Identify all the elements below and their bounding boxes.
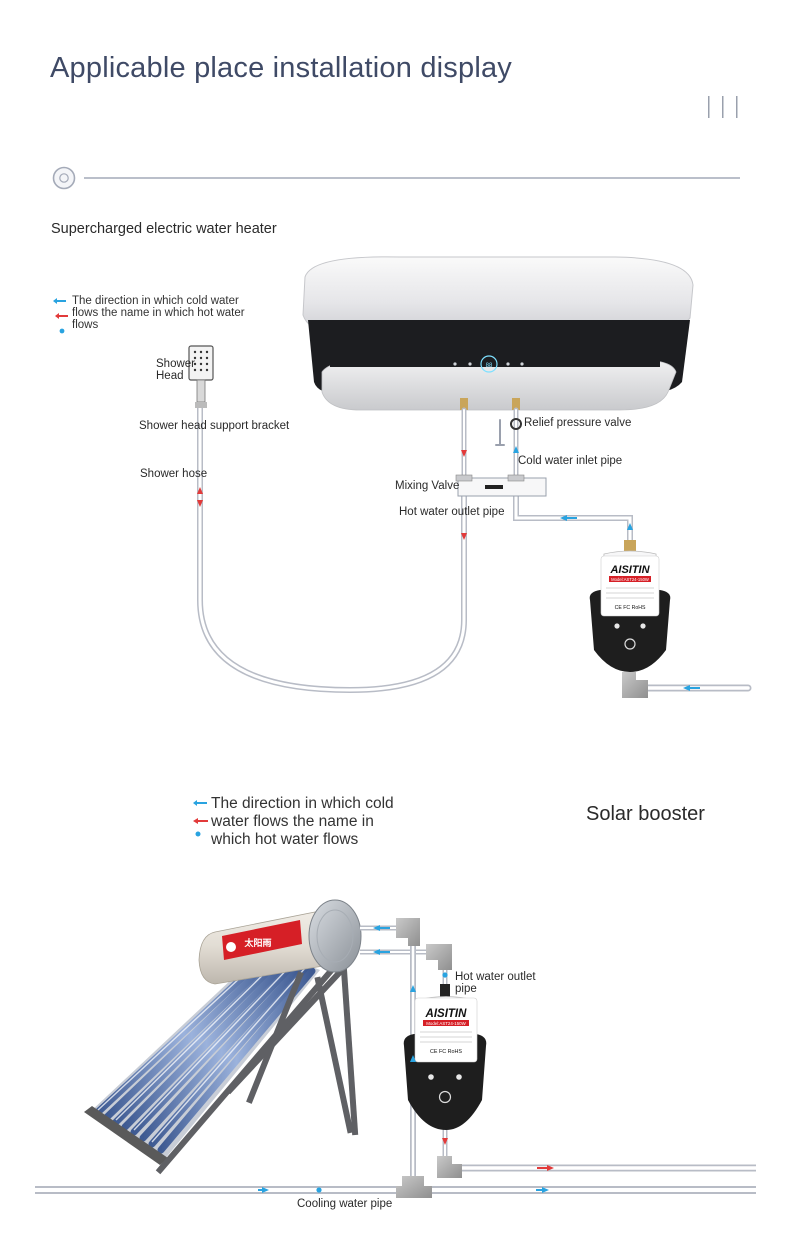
flow-dot-icon bbox=[195, 831, 201, 837]
mixing-valve bbox=[455, 474, 547, 497]
mixing-valve-label: Mixing Valve bbox=[395, 480, 460, 492]
svg-text:Model:AST24-150W: Model:AST24-150W bbox=[611, 577, 649, 582]
cold-flow-arrow-icon bbox=[190, 795, 211, 813]
shower-head-label: Shower Head bbox=[156, 358, 195, 382]
svg-text:CE FC RoHS: CE FC RoHS bbox=[430, 1049, 462, 1055]
section1-legend: The direction in which cold water flows … bbox=[53, 295, 257, 331]
svg-text:AISITIN: AISITIN bbox=[425, 1008, 468, 1020]
section2-legend: The direction in which cold water flows … bbox=[190, 795, 411, 848]
electric-water-heater: 88 bbox=[302, 256, 694, 411]
shower-head-icon bbox=[188, 345, 214, 408]
cooling-pipe-label: Cooling water pipe bbox=[297, 1198, 393, 1210]
page-title: Applicable place installation display bbox=[50, 52, 513, 84]
booster-pump-1: AISITIN Model:AST24-150W CE FC RoHS bbox=[589, 540, 671, 698]
legend1-row: The direction in which cold water flows … bbox=[53, 295, 257, 331]
svg-text:Model:AST24-150W: Model:AST24-150W bbox=[426, 1021, 466, 1026]
relief-valve-label: Relief pressure valve bbox=[524, 417, 632, 429]
pump1-brand: AISITIN bbox=[609, 564, 650, 576]
hot-outlet-label-2: Hot water outlet pipe bbox=[455, 971, 536, 995]
hot-flow-arrow-icon bbox=[55, 313, 68, 319]
legend2-markers bbox=[193, 818, 208, 837]
cold-inlet-label: Cold water inlet pipe bbox=[518, 455, 623, 467]
cold-flow-arrow-icon bbox=[53, 295, 72, 307]
section1-flow-arrows bbox=[197, 446, 700, 691]
legend2-label: The direction in which cold water flows … bbox=[211, 795, 394, 848]
svg-text:88: 88 bbox=[486, 363, 493, 369]
title-bars-decoration bbox=[708, 96, 738, 118]
hot-flow-arrow-icon bbox=[193, 818, 208, 824]
section2-flow-arrows bbox=[258, 925, 554, 1193]
pipe-elbows bbox=[396, 918, 462, 1198]
shower-hose-label: Shower hose bbox=[140, 468, 208, 480]
solar-water-heater: 太阳雨 bbox=[84, 899, 362, 1175]
booster-pump-2: AISITIN Model:AST24-150W CE FC RoHS bbox=[403, 984, 487, 1130]
section2-title: Solar booster bbox=[586, 803, 705, 825]
hot-outlet-label-1: Hot water outlet pipe bbox=[399, 506, 505, 518]
section1-title: Supercharged electric water heater bbox=[51, 221, 277, 237]
legend2-row: The direction in which cold water flows … bbox=[190, 795, 411, 848]
shower-bracket-label: Shower head support bracket bbox=[139, 420, 290, 432]
svg-text:太阳雨: 太阳雨 bbox=[243, 937, 271, 948]
legend1-markers bbox=[55, 313, 68, 334]
legend1-label: The direction in which cold water flows … bbox=[72, 295, 245, 331]
svg-text:CE FC RoHS: CE FC RoHS bbox=[615, 605, 646, 611]
section-divider bbox=[52, 166, 740, 190]
flow-dot-icon bbox=[59, 328, 65, 334]
